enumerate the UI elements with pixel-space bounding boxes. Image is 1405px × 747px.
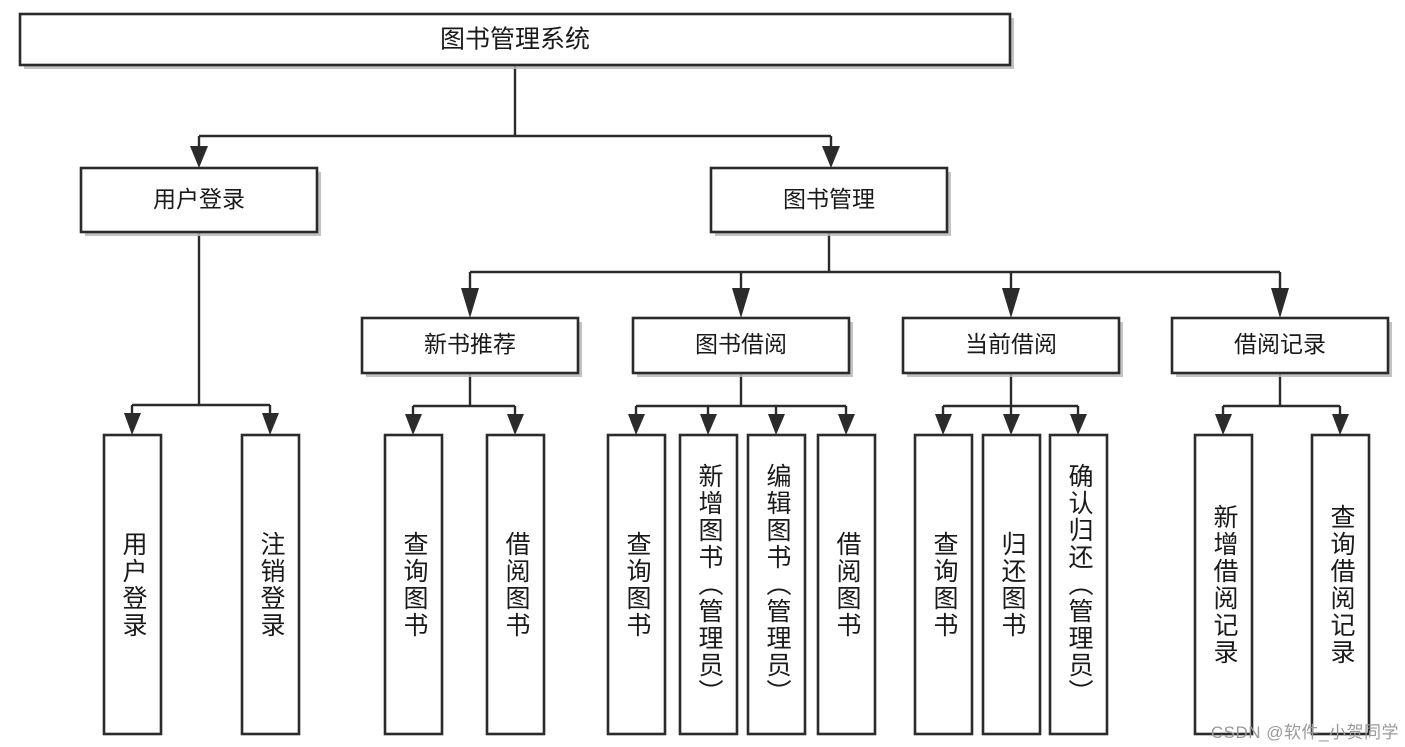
- node-new-book-rec[interactable]: 新书推荐: [360, 316, 582, 377]
- node-new-book-rec-label: 新书推荐: [424, 331, 516, 357]
- connectors-layer: [124, 65, 1349, 435]
- arrowhead-current-borrow: [1002, 288, 1020, 318]
- leaf-box-leaf-user-logout[interactable]: [240, 433, 301, 736]
- node-user-login[interactable]: 用户登录: [79, 166, 321, 236]
- arrowhead-book-manage: [822, 146, 840, 168]
- nodes-layer: 图书管理系统 用户登录 图书管理 新书推荐: [18, 12, 1392, 736]
- node-new-book-rec-box[interactable]: [360, 316, 580, 375]
- node-book-manage-label: 图书管理: [783, 186, 875, 212]
- node-book-borrow-label: 图书借阅: [695, 331, 787, 357]
- node-user-login-box[interactable]: [79, 166, 319, 234]
- node-user-login-label: 用户登录: [153, 186, 245, 212]
- arrowhead-leaf-confirm-return-admin: [1070, 414, 1087, 435]
- node-current-borrow-label: 当前借阅: [965, 331, 1057, 357]
- leaf-box-leaf-query-book-cur[interactable]: [913, 433, 974, 736]
- node-borrow-record-box[interactable]: [1170, 316, 1390, 375]
- arrowhead-leaf-add-book-admin: [700, 414, 717, 435]
- leaf-box-leaf-add-borrow-record[interactable]: [1193, 433, 1254, 736]
- node-root-label: 图书管理系统: [440, 26, 590, 54]
- arrowhead-leaf-add-borrow-record: [1215, 414, 1232, 435]
- arrowhead-leaf-user-logout: [262, 413, 279, 435]
- arrowhead-leaf-borrow-book-rec: [507, 414, 524, 435]
- node-current-borrow[interactable]: 当前借阅: [901, 316, 1123, 377]
- node-book-manage-box[interactable]: [709, 166, 949, 234]
- arrowhead-borrow-record: [1271, 288, 1289, 318]
- arrowhead-leaf-query-book-cur: [935, 414, 952, 435]
- leaf-box-leaf-query-book-rec[interactable]: [383, 433, 444, 736]
- node-book-borrow[interactable]: 图书借阅: [631, 316, 853, 377]
- arrowhead-book-borrow: [732, 288, 750, 318]
- node-borrow-record-label: 借阅记录: [1234, 331, 1326, 357]
- arrowhead-leaf-edit-book-admin: [768, 414, 785, 435]
- csdn-watermark: CSDN @软件_小贺同学: [1210, 723, 1399, 742]
- leaf-box-leaf-borrow-book[interactable]: [816, 433, 877, 736]
- leaf-box-leaf-confirm-return-admin[interactable]: [1048, 433, 1109, 736]
- node-root-box[interactable]: [18, 12, 1012, 67]
- leaf-box-leaf-query-book[interactable]: [606, 433, 667, 736]
- arrowhead-leaf-query-book-rec: [405, 414, 422, 435]
- leaf-box-leaf-borrow-book-rec[interactable]: [485, 433, 546, 736]
- leaf-box-leaf-return-book[interactable]: [981, 433, 1042, 736]
- leaf-box-leaf-add-book-admin[interactable]: [678, 433, 739, 736]
- node-book-borrow-box[interactable]: [631, 316, 851, 375]
- leaf-box-leaf-edit-book-admin[interactable]: [746, 433, 807, 736]
- node-borrow-record[interactable]: 借阅记录: [1170, 316, 1392, 377]
- arrowhead-new-book-rec: [461, 288, 479, 318]
- arrowhead-leaf-return-book: [1003, 414, 1020, 435]
- leaf-boxes-layer: [102, 433, 1371, 736]
- node-current-borrow-box[interactable]: [901, 316, 1121, 375]
- leaf-box-leaf-user-login[interactable]: [102, 433, 163, 736]
- arrowhead-leaf-borrow-book: [838, 414, 855, 435]
- arrowhead-leaf-query-book: [628, 414, 645, 435]
- arrowhead-user-login: [190, 146, 208, 168]
- node-book-manage[interactable]: 图书管理: [709, 166, 951, 236]
- node-root[interactable]: 图书管理系统: [18, 12, 1014, 69]
- leaf-box-leaf-query-borrow-record[interactable]: [1310, 433, 1371, 736]
- arrowhead-leaf-user-login: [124, 413, 141, 435]
- arrowhead-leaf-query-borrow-record: [1332, 414, 1349, 435]
